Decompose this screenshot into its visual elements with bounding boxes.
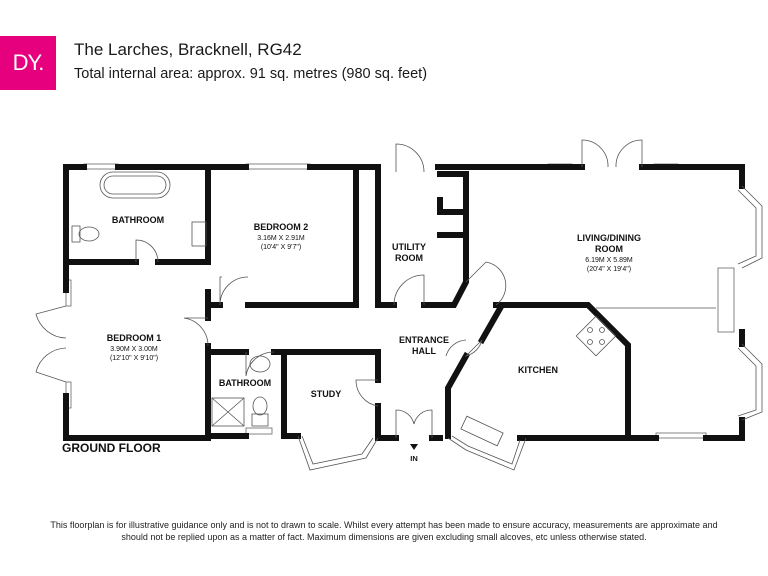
floor-label: GROUND FLOOR (62, 441, 161, 455)
label-kitchen: KITCHEN (518, 365, 558, 375)
label-utility-2: ROOM (395, 253, 423, 263)
brand-logo-text: DY. (12, 50, 45, 75)
property-title: The Larches, Bracknell, RG42 (74, 40, 302, 59)
dim-bedroom-1-imperial: (12'10" X 9'10") (110, 355, 158, 362)
sink-icon (460, 415, 504, 447)
hob-icon (575, 315, 617, 357)
entrance-marker: IN (410, 444, 418, 463)
doors (35, 139, 643, 438)
label-living: LIVING/DINING (577, 233, 641, 243)
dim-bedroom-1-metric: 3.90M X 3.00M (110, 346, 158, 353)
room-labels: BATHROOM BEDROOM 2 3.16M X 2.91M (10'4" … (107, 215, 641, 399)
label-bathroom-lower: BATHROOM (219, 378, 271, 388)
label-study: STUDY (311, 389, 342, 399)
dim-bedroom-2-metric: 3.16M X 2.91M (257, 235, 305, 242)
label-entrance: ENTRANCE (399, 335, 449, 345)
entrance-label: IN (410, 454, 418, 463)
label-bedroom-2: BEDROOM 2 (254, 222, 309, 232)
fixtures (71, 171, 716, 447)
entrance-arrow-icon (410, 444, 418, 450)
total-area: Total internal area: approx. 91 sq. metr… (74, 66, 428, 82)
dim-bedroom-2-imperial: (10'4" X 9'7") (261, 244, 301, 251)
dim-living-metric: 6.19M X 5.89M (585, 257, 633, 264)
basin-icon (191, 221, 207, 247)
walls (63, 164, 763, 471)
brand-logo: DY. (0, 36, 56, 90)
shower-icon (211, 397, 245, 427)
bathtub-icon (99, 171, 171, 199)
toilet-icon (71, 225, 81, 243)
dim-living-imperial: (20'4" X 19'4") (587, 266, 631, 273)
disclaimer: This floorplan is for illustrative guida… (50, 520, 718, 542)
label-living-2: ROOM (595, 244, 623, 254)
label-bathroom-upper: BATHROOM (112, 215, 164, 225)
label-utility: UTILITY (392, 242, 426, 252)
label-entrance-2: HALL (412, 346, 436, 356)
windows (65, 163, 735, 439)
label-bedroom-1: BEDROOM 1 (107, 333, 162, 343)
